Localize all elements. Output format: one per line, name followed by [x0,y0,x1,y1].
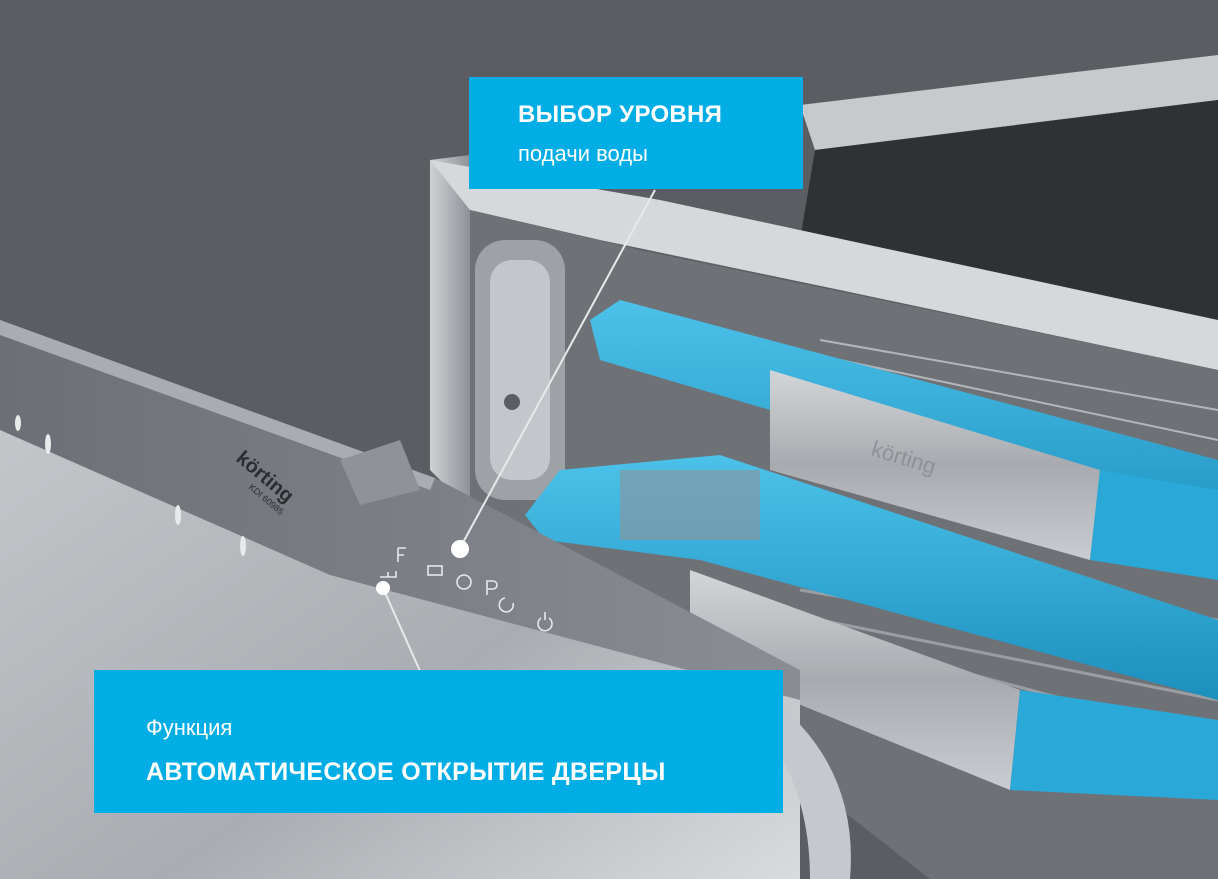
middle-rack-steel-handle [690,570,1020,790]
upper-rack-steel-handle [770,370,1100,560]
power-icon[interactable] [537,612,553,632]
display-icon[interactable] [427,565,443,576]
water-level-marker [451,540,469,558]
water-level-title: ВЫБОР УРОВНЯ [518,101,723,128]
door-notches [15,415,246,556]
cabinet-side [430,155,470,510]
callout-leaders [382,189,656,681]
water-level-subtitle: подачи воды [518,141,648,166]
counter-top [800,55,1218,150]
symbol-f-icon[interactable] [397,547,406,562]
control-panel-glass [0,320,800,700]
auto-open-marker [376,581,390,595]
water-level-callout: ВЫБОР УРОВНЯ подачи воды [469,77,803,189]
faucet-icon[interactable] [380,571,397,578]
dial-icon[interactable] [456,574,472,590]
symbol-p-icon[interactable] [486,580,498,595]
door-latch [340,440,420,505]
auto-open-callout: Функция АВТОМАТИЧЕСКОЕ ОТКРЫТИЕ ДВЕРЦЫ [94,670,783,813]
top-frame [430,160,1218,370]
auto-open-subtitle: Функция [146,715,233,740]
auto-open-title: АВТОМАТИЧЕСКОЕ ОТКРЫТИЕ ДВЕРЦЫ [146,758,666,786]
panel-icons [380,547,553,632]
